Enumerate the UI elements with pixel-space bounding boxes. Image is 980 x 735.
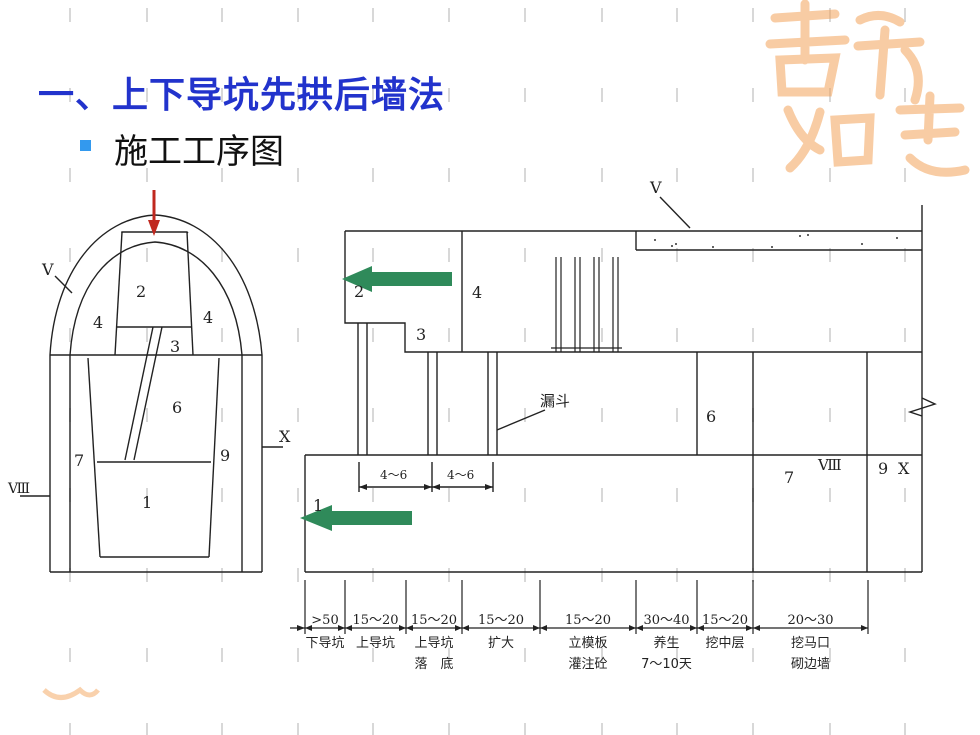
segment-label: 养生: [653, 635, 679, 651]
segment-label: 上导坑: [356, 636, 395, 651]
segment-label: 下导坑: [305, 636, 344, 651]
dimension-arrowhead: [697, 625, 704, 631]
slide-title: 一、上下导坑先拱后墙法: [38, 74, 446, 116]
segment-label: 扩大: [488, 636, 514, 651]
segment-distance: 15～20: [352, 613, 398, 628]
dimension-arrowhead: [636, 625, 643, 631]
dimension-arrowhead: [297, 625, 305, 631]
dimension-arrowhead: [533, 625, 540, 631]
dimension-arrowhead: [345, 625, 352, 631]
long-label-v: V: [649, 178, 662, 197]
outer-arch: [49, 214, 263, 356]
dimension-arrowhead: [338, 625, 345, 631]
cs-label-2: 2: [136, 282, 146, 301]
long-label-4: 4: [472, 283, 482, 302]
dimension-arrowhead: [305, 625, 312, 631]
inner-arch: [69, 241, 243, 356]
cs-label-9: 9: [220, 446, 230, 465]
cs-label-4-left: 4: [93, 313, 103, 332]
cross-section: [20, 214, 283, 573]
segment-label: 挖中层: [705, 636, 744, 651]
red-arrow-icon: [148, 190, 160, 236]
bullet-icon: [80, 140, 91, 151]
dimension-arrowhead: [746, 625, 753, 631]
segment-distance: >50: [311, 613, 338, 628]
long-label-1: 1: [313, 496, 323, 515]
long-label-3: 3: [416, 325, 426, 344]
cs-label-v: V: [41, 260, 54, 279]
dimension-arrowhead: [540, 625, 547, 631]
dimension-arrowhead: [406, 625, 413, 631]
segment-label: 挖马口: [791, 636, 830, 651]
long-label-6: 6: [706, 407, 716, 426]
spacing-label: 4～6: [380, 468, 407, 482]
segment-label: 立模板: [568, 636, 607, 651]
dimension-arrowhead: [462, 625, 469, 631]
segment-label: 上导坑: [414, 636, 453, 651]
dimension-arrowhead: [753, 625, 760, 631]
segment-distance: 15～20: [565, 613, 611, 628]
dimension-chain: [290, 580, 869, 634]
slide-subtitle: 施工工序图: [114, 132, 284, 172]
segment-label-2: 砌边墙: [791, 657, 830, 672]
cs-label-x: X: [279, 427, 291, 446]
long-label-7: 7: [784, 468, 794, 487]
segment-label-2: 灌注砼: [568, 657, 607, 672]
long-label-2: 2: [354, 282, 364, 301]
green-arrow-icon: [300, 505, 412, 531]
dimension-arrowhead: [399, 625, 406, 631]
dimension-arrowhead: [690, 625, 697, 631]
dimension-arrowhead: [455, 625, 462, 631]
segment-distance: 15～20: [702, 613, 748, 628]
segment-distance: 15～20: [411, 613, 457, 628]
cs-label-viii: Ⅷ: [7, 481, 30, 497]
long-label-x: X: [898, 459, 910, 478]
cs-label-1: 1: [142, 493, 152, 512]
segment-label-2: 落 底: [414, 656, 453, 672]
cs-label-3: 3: [170, 337, 180, 356]
segment-distance: 30～40: [643, 613, 689, 628]
cs-label-6: 6: [172, 398, 182, 417]
longitudinal-section: [304, 196, 937, 573]
long-label-9: 9: [878, 459, 888, 478]
cs-label-4-right: 4: [203, 308, 213, 327]
spacing-label: 4～6: [447, 468, 474, 482]
long-label-funnel: 漏斗: [540, 392, 570, 410]
green-arrow-icon: [342, 266, 452, 292]
segment-distance: 15～20: [478, 613, 524, 628]
dimension-arrowhead: [629, 625, 636, 631]
long-label-viii: Ⅷ: [817, 456, 842, 474]
dimension-arrowhead: [861, 625, 868, 631]
segment-label-2: 7～10天: [641, 657, 692, 672]
segment-distance: 20～30: [787, 613, 833, 628]
cs-label-7: 7: [74, 451, 84, 470]
